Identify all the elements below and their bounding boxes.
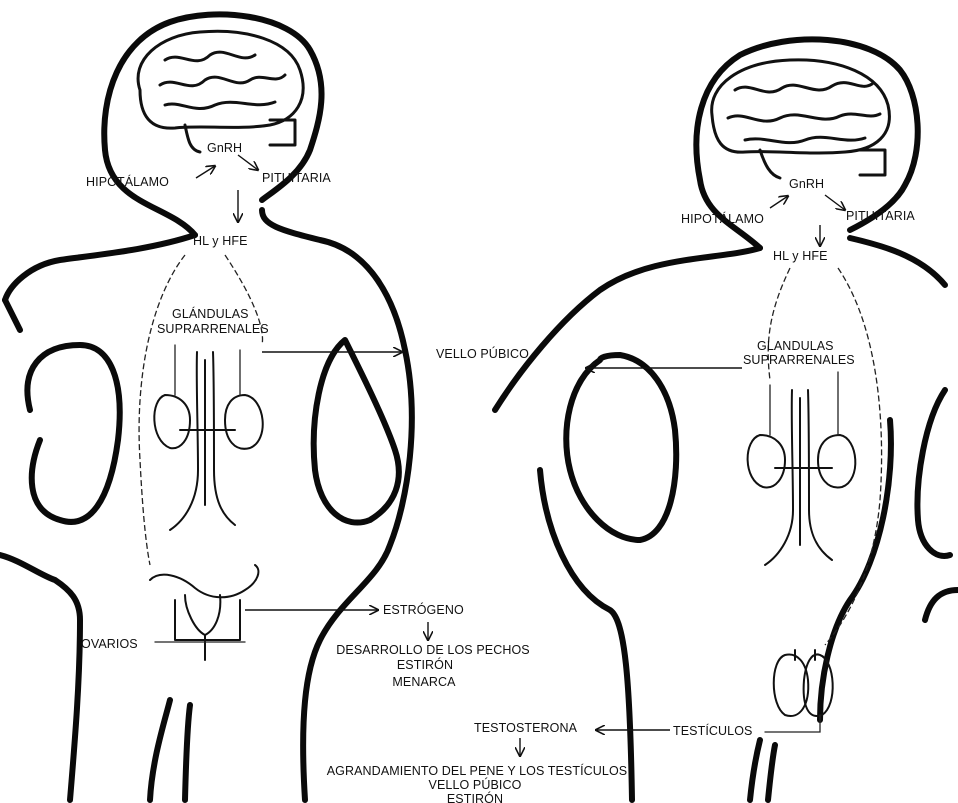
male-effect-growth: ESTIRÓN [447, 791, 503, 803]
female-adrenal-glands-icon [154, 345, 262, 530]
female-pathway-left [139, 255, 185, 565]
male-effect-pubic: VELLO PÚBICO [429, 777, 522, 792]
male-figure [495, 39, 958, 800]
female-ovaries-label: OVARIOS [81, 637, 138, 651]
female-effect-growth: ESTIRÓN [397, 657, 453, 672]
male-right-arm-outline [917, 390, 950, 556]
female-right-arm-outline [314, 340, 399, 523]
female-adrenal-label-line2: SUPRARRENALES [157, 322, 269, 336]
pubic-hair-label: VELLO PÚBICO [436, 346, 529, 361]
male-testicles-label: TESTÍCULOS [673, 723, 753, 738]
male-adrenal-glands-icon [748, 372, 856, 565]
female-figure [0, 14, 428, 800]
female-gnrh-pituitary-arrow [238, 155, 258, 170]
male-left-arm-outline [566, 355, 676, 540]
male-effect-penis: AGRANDAMIENTO DEL PENE Y LOS TESTÍCULOS [327, 763, 628, 778]
female-head-outline [104, 14, 321, 235]
male-brain-icon [712, 60, 890, 178]
male-leg-right [768, 745, 775, 800]
female-body-left-outline [5, 235, 195, 300]
female-leg-right [185, 705, 190, 800]
female-estrogen-label: ESTRÓGENO [383, 602, 464, 617]
female-torso-left-outline [5, 300, 20, 330]
female-leg-left [150, 700, 170, 800]
male-hypothalamus-gnrh-arrow [770, 196, 788, 208]
male-testosterone-label: TESTOSTERONA [474, 721, 578, 735]
male-body-left-outline [495, 248, 760, 410]
male-leg-left [750, 740, 760, 800]
male-testicles-line [765, 715, 820, 732]
male-hip-right [925, 590, 958, 620]
male-hormones-label: HL y HFE [773, 249, 828, 263]
male-gnrh-label: GnRH [789, 177, 824, 191]
female-hormones-label: HL y HFE [193, 234, 248, 248]
male-pathway-right [825, 268, 882, 645]
male-gnrh-pituitary-arrow [825, 195, 845, 210]
female-effect-menarche: MENARCA [392, 675, 456, 689]
male-adrenal-label-line2: SUPRARRENALES [743, 353, 855, 367]
male-body-right-outline [850, 238, 945, 285]
male-adrenal-label-line1: GLANDULAS [757, 339, 834, 353]
female-hip-left [0, 555, 80, 800]
female-adrenal-label-line1: GLÁNDULAS [172, 306, 249, 321]
female-pituitary-label: PITUITARIA [262, 171, 331, 185]
female-ovaries-icon [150, 565, 258, 660]
female-hypothalamus-label: HIPOTÁLAMO [86, 174, 169, 189]
female-brain-icon [138, 31, 303, 152]
female-hypothalamus-gnrh-arrow [196, 166, 215, 178]
female-gnrh-label: GnRH [207, 141, 242, 155]
male-hypothalamus-label: HIPOTÁLAMO [681, 211, 764, 226]
female-left-arm-outline [27, 345, 119, 522]
male-pituitary-label: PITUITARIA [846, 209, 915, 223]
female-effect-breast: DESARROLLO DE LOS PECHOS [336, 643, 529, 657]
male-torso-left-outline [540, 470, 632, 800]
